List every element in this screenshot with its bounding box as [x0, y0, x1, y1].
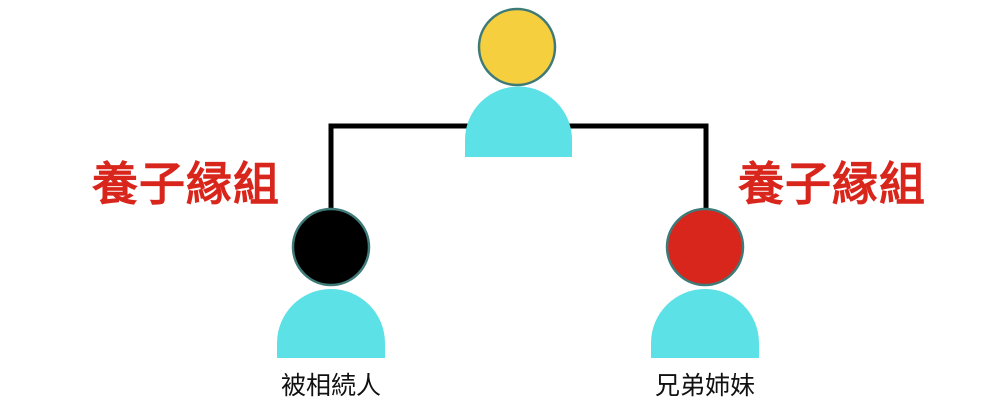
sibling-body [651, 289, 759, 358]
sibling-person-icon [651, 207, 759, 358]
parent-body [465, 86, 572, 157]
parent-person-icon [465, 7, 572, 157]
left-adoption-label: 養子縁組 [92, 157, 280, 211]
decedent-person-icon [277, 207, 385, 358]
sibling-head [665, 207, 745, 287]
decedent-body [277, 289, 385, 358]
right-adoption-label: 養子縁組 [738, 157, 926, 211]
decedent-label: 被相続人 [280, 371, 381, 400]
sibling-label: 兄弟姉妹 [654, 371, 755, 400]
decedent-head [291, 207, 371, 287]
parent-head [477, 7, 557, 87]
